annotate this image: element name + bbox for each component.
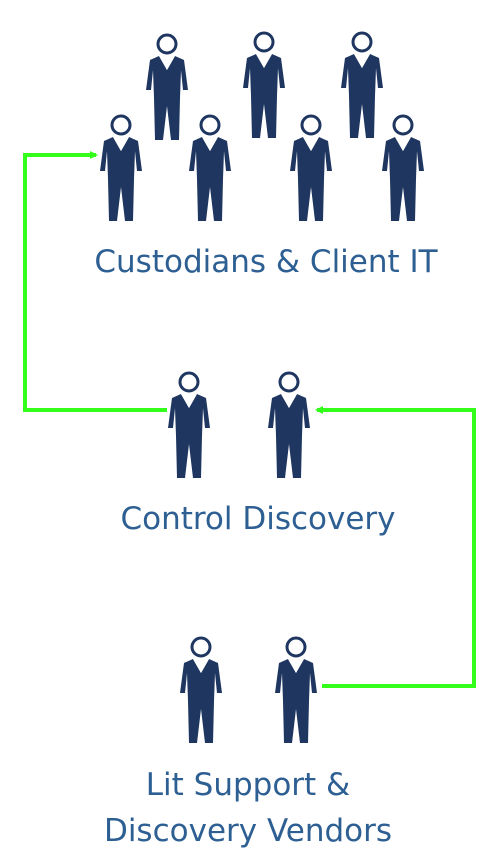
connector-vendors-to-control [315, 406, 476, 688]
custodians-label: Custodians & Client IT [94, 244, 438, 280]
person-icon [144, 33, 190, 142]
control-group [166, 371, 312, 480]
person-icon [266, 371, 312, 480]
vendors-label-line1: Lit Support & [145, 767, 351, 803]
connector-control-to-custodians [23, 151, 167, 412]
person-icon [339, 31, 385, 140]
vendors-group [178, 636, 319, 745]
vendors-label-line2: Discovery Vendors [103, 813, 393, 849]
person-icon [241, 31, 287, 140]
person-icon [187, 114, 233, 223]
person-icon [288, 114, 334, 223]
person-icon [166, 371, 212, 480]
custodians-group [98, 31, 426, 223]
person-icon [98, 114, 144, 223]
person-icon [273, 636, 319, 745]
person-icon [380, 114, 426, 223]
control-discovery-label: Control Discovery [120, 501, 396, 537]
person-icon [178, 636, 224, 745]
